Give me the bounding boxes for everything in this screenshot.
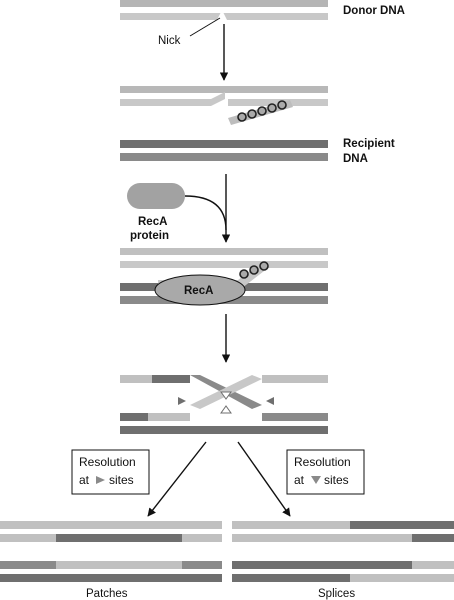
invasion-bead-3 [259, 261, 269, 271]
patch-site-marker-right [266, 397, 274, 405]
ssb-bead-5 [277, 100, 287, 110]
resolution-box-patches: Resolution at sites [71, 449, 150, 495]
junction-left-dark-bottom [120, 413, 148, 421]
junction-left-light-bottom [148, 413, 190, 421]
patch-site-icon [96, 476, 105, 484]
splice-1-top-left [232, 521, 350, 529]
resolution-box-splices: Resolution at sites [286, 449, 365, 495]
displacement-stage [120, 86, 328, 125]
reca-binding-line [184, 195, 227, 231]
nick-notch [217, 10, 227, 20]
resolution-box-left [71, 449, 150, 495]
patch-1-bottom-mid [56, 534, 182, 542]
patch-1-bottom-left [0, 534, 56, 542]
resolution-right-sites: sites [324, 473, 349, 487]
patch-2-top-left [0, 561, 56, 569]
arrow-to-splices [237, 441, 291, 517]
resolution-left-at: at [79, 473, 90, 487]
donor-dna-label: Donor DNA [343, 5, 405, 17]
resolution-right-line1: Resolution [294, 455, 351, 469]
recipient-dna-stage: Recipient DNA [120, 138, 395, 165]
nick-pointer [189, 17, 221, 37]
reca-protein-shape [127, 183, 185, 209]
donor-strand-top [120, 0, 328, 7]
reca-blob-label: RecA [184, 285, 213, 297]
patch-1-bottom-right [182, 534, 222, 542]
patch-site-marker-left [178, 397, 186, 405]
reca-blob [154, 274, 246, 306]
recipient-strand-bottom [120, 153, 328, 161]
splice-site-marker-bottom [220, 405, 232, 414]
holliday-junction-stage [120, 375, 328, 434]
splice-1-top-right [350, 521, 454, 529]
nick-label: Nick [158, 35, 181, 47]
invasion-bead-2 [249, 265, 259, 275]
patch-1-top [0, 521, 222, 529]
ssb-bead-3 [257, 106, 267, 116]
junction-right-top [262, 375, 328, 383]
displaced-top-strand [120, 86, 328, 93]
recipient-label-line1: Recipient [343, 138, 395, 150]
invasion-donor-bottom [120, 261, 328, 268]
patches-products: Patches [0, 521, 222, 600]
reca-protein-stage: RecA protein [127, 183, 227, 242]
junction-left-light-top [120, 375, 152, 383]
invasion-donor-top [120, 248, 328, 255]
junction-base-strand [120, 426, 328, 434]
resolution-right-at: at [294, 473, 305, 487]
splices-label: Splices [318, 588, 355, 600]
junction-left-dark-top [152, 375, 190, 383]
invasion-bead-1 [239, 269, 249, 279]
recipient-label-line2: DNA [343, 153, 368, 165]
resolution-box-right [286, 449, 365, 495]
reca-protein-label-line1: RecA [138, 216, 167, 228]
displaced-bottom-strand [120, 92, 225, 106]
patch-2-bottom [0, 574, 222, 582]
splices-products: Splices [232, 521, 454, 600]
splice-1-bottom-right [412, 534, 454, 542]
reca-protein-label-line2: protein [130, 230, 169, 242]
ssb-bead-1 [237, 112, 247, 122]
recipient-strand-top [120, 140, 328, 148]
strand-invasion-stage: RecA [120, 248, 328, 306]
patch-2-top-mid [56, 561, 182, 569]
donor-dna-stage: Nick Donor DNA [120, 0, 405, 47]
ssb-strand [228, 100, 293, 125]
patches-label: Patches [86, 588, 128, 600]
patch-2-top-right [182, 561, 222, 569]
resolution-left-line1: Resolution [79, 455, 136, 469]
ssb-bead-4 [267, 103, 277, 113]
resolution-left-sites: sites [109, 473, 134, 487]
splice-1-bottom-left [232, 534, 412, 542]
arrow-to-patches [147, 441, 207, 517]
splice-2-bottom-left [232, 574, 350, 582]
splice-2-top-right [412, 561, 454, 569]
ssb-bead-2 [247, 109, 257, 119]
splice-site-icon [311, 476, 321, 484]
splice-2-bottom-right [350, 574, 454, 582]
junction-right-bottom [262, 413, 328, 421]
splice-site-marker-top [220, 391, 232, 400]
splice-2-top-left [232, 561, 412, 569]
